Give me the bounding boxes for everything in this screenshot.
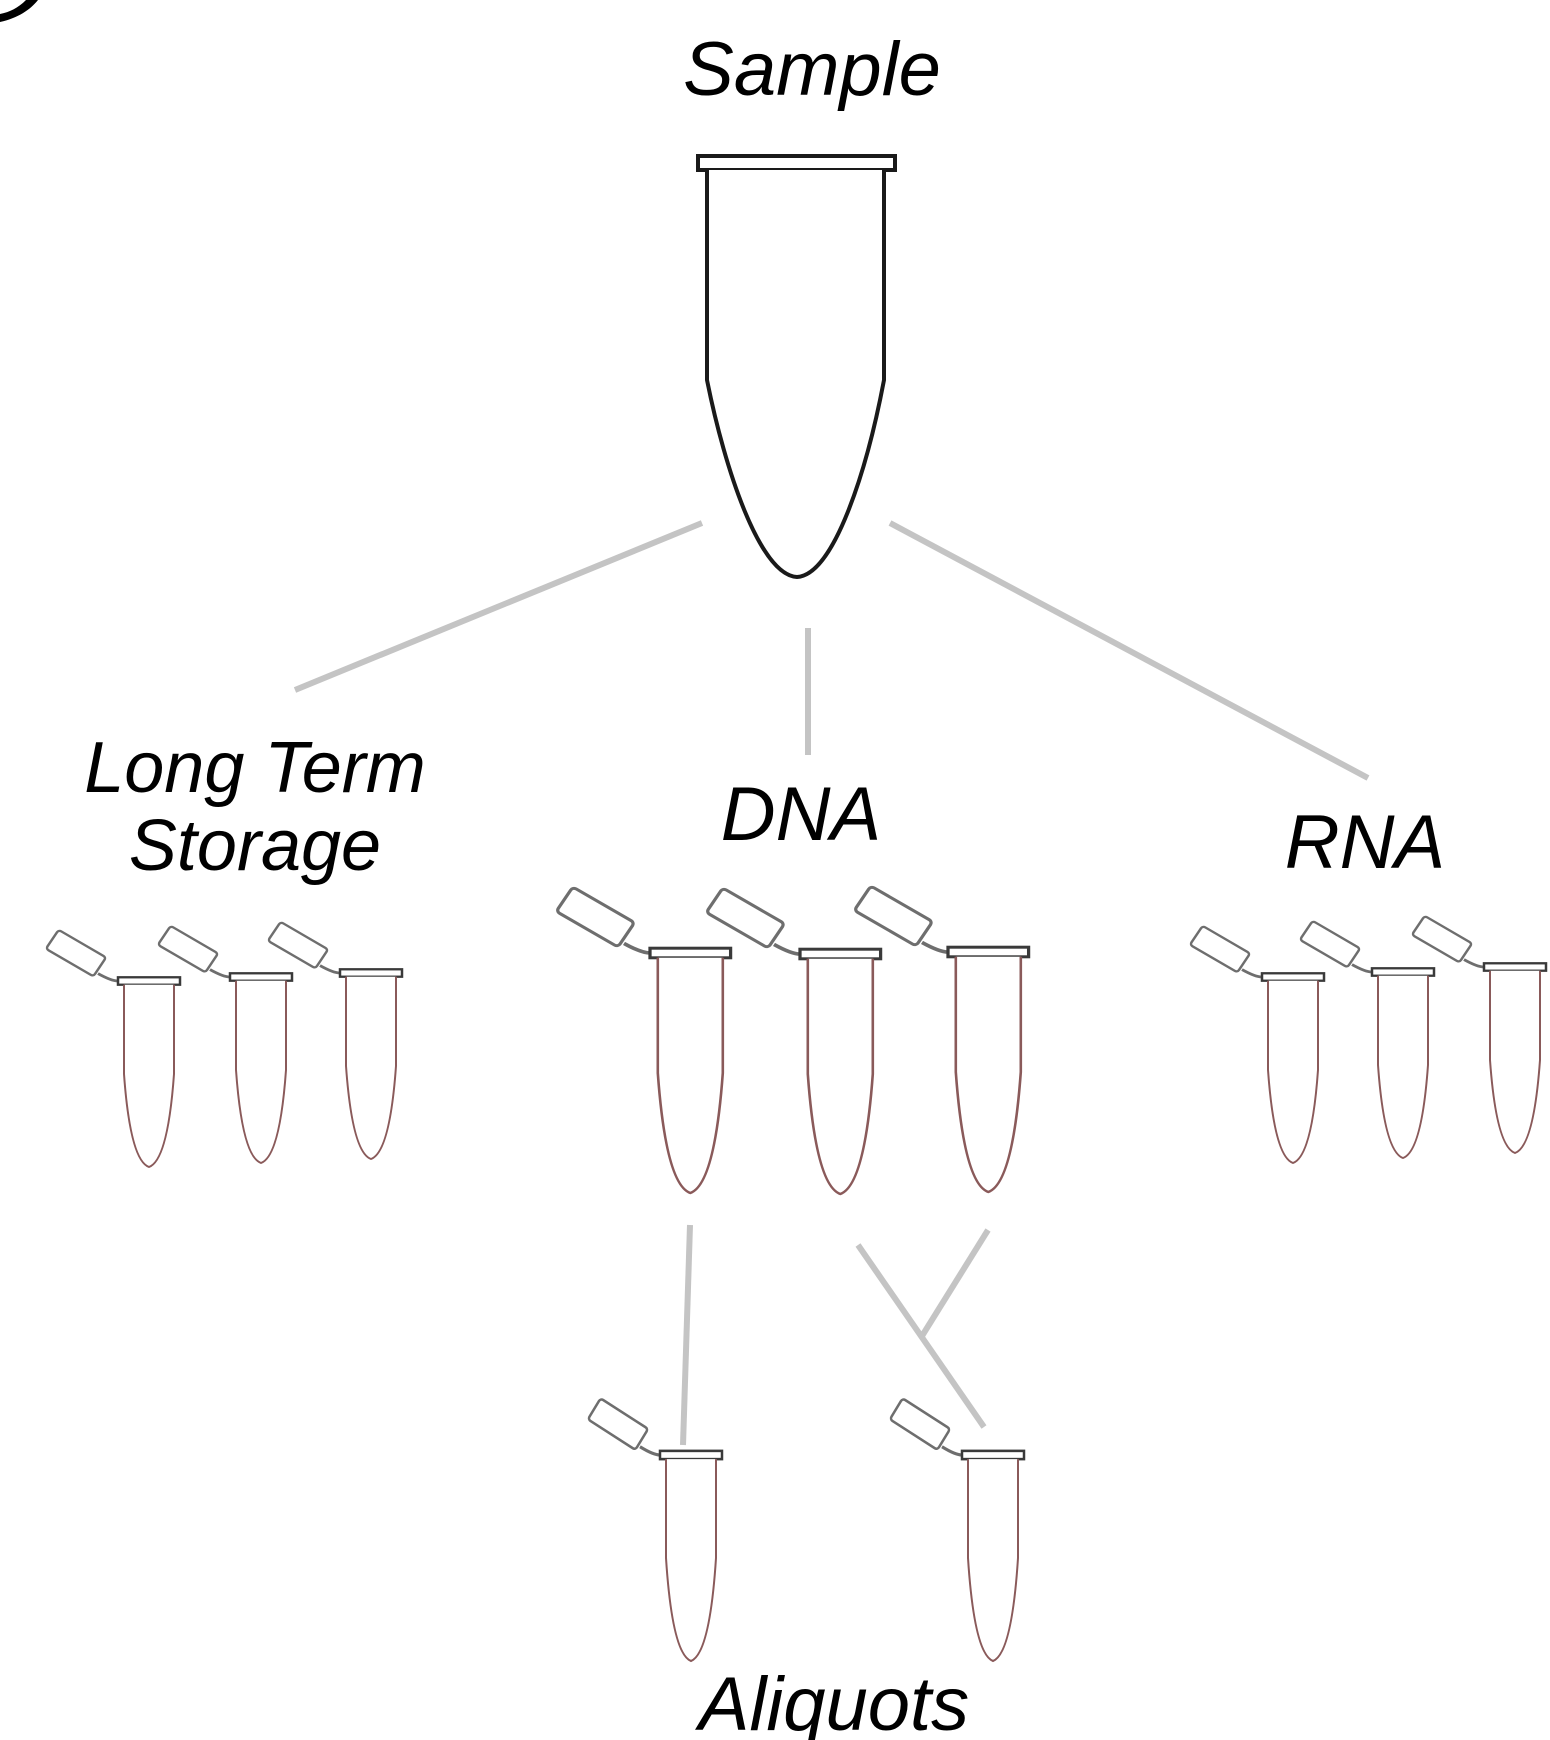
storage-tubes	[46, 922, 402, 1167]
rna-tube-icon	[1190, 926, 1324, 1163]
storage-tube-icon	[158, 926, 292, 1163]
connector-sample-to-storage	[295, 523, 702, 690]
dna-tube-icon	[854, 886, 1028, 1192]
sample-tube-icon	[698, 156, 895, 577]
dna-tubes	[556, 886, 1028, 1194]
aliquots-label: Aliquots	[695, 1662, 969, 1740]
dna-tube-icon	[706, 888, 880, 1194]
connector-dna-branch	[922, 1230, 988, 1336]
storage-tube-icon	[46, 930, 180, 1167]
aliquot-tube-icon	[588, 1398, 722, 1661]
long-term-label-line1: Long Term	[84, 728, 426, 808]
aliquot-tubes	[588, 1398, 1024, 1661]
long-term-label-line2: Storage	[129, 806, 381, 886]
rna-tube-icon	[1300, 921, 1434, 1158]
connector-sample-to-rna	[890, 523, 1368, 778]
storage-tube-icon	[268, 922, 402, 1159]
dna-label: DNA	[721, 772, 881, 857]
rna-tube-icon	[1412, 916, 1546, 1153]
sample-label: Sample	[683, 27, 941, 112]
corner-fragment	[0, 0, 38, 22]
aliquot-tube-icon	[890, 1398, 1024, 1661]
connector-dna-to-aliquot-1	[683, 1225, 690, 1445]
dna-tube-icon	[556, 887, 730, 1193]
rna-tubes	[1190, 916, 1546, 1163]
rna-label: RNA	[1285, 800, 1445, 885]
